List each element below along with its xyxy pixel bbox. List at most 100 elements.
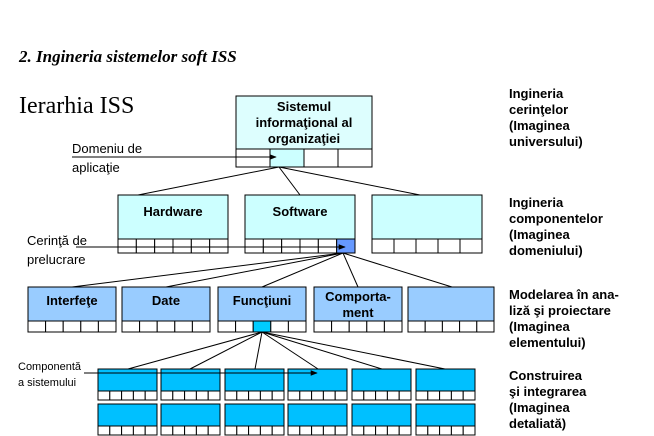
- node-functiuni-cell: [270, 320, 289, 333]
- node-top-label-line2: informaţional al: [256, 115, 353, 130]
- component-box-body: [97, 368, 158, 392]
- component-box-cell: [259, 390, 273, 401]
- node-top-cell: [235, 148, 271, 168]
- node-hardware-cell: [117, 238, 137, 254]
- connector-line: [261, 252, 344, 288]
- node-top-cell: [303, 148, 339, 168]
- node-interfete-label: Interfeţe: [46, 293, 97, 308]
- level-line: şi integrarea: [509, 384, 587, 399]
- component-box-cell: [132, 390, 146, 401]
- node-blank3: [407, 286, 495, 333]
- component-box-cell: [236, 390, 250, 401]
- component-box: [97, 368, 158, 401]
- level-label-cerinte: Ingineria cerinţelor (Imaginea universul…: [509, 86, 583, 150]
- node-comportament-body: [313, 286, 403, 322]
- component-box-cell: [248, 390, 261, 401]
- level-line: detaliată): [509, 416, 567, 431]
- node-date-cell: [121, 320, 141, 333]
- component-box-cell: [439, 390, 452, 401]
- component-box-cell: [363, 390, 377, 401]
- component-box-cell: [271, 390, 285, 401]
- component-box-body: [160, 368, 221, 392]
- component-box-body: [97, 403, 158, 427]
- node-functiuni-cell: [217, 320, 237, 333]
- node-hardware: [117, 194, 229, 254]
- level-line: domeniului): [509, 243, 583, 258]
- level-line: (Imaginea: [509, 319, 570, 334]
- component-box-cell: [195, 390, 209, 401]
- component-box-body: [160, 403, 221, 427]
- connector-line: [165, 252, 344, 288]
- level-line: Construirea: [509, 368, 582, 383]
- component-box: [351, 403, 412, 436]
- component-box: [160, 368, 221, 401]
- annotation-cerinta-line1: Cerinţă de: [27, 233, 87, 248]
- node-software-label: Software: [273, 204, 328, 219]
- annotation-componenta: Componentă a sistemului: [18, 359, 81, 391]
- node-date-body: [121, 286, 211, 322]
- node-software-cell: [262, 238, 283, 254]
- component-box-cell: [207, 425, 221, 436]
- component-box-cell: [121, 390, 134, 401]
- component-box-cell: [259, 425, 273, 436]
- component-box-cell: [195, 425, 209, 436]
- component-box-cell: [351, 390, 365, 401]
- level-line: Ingineria: [509, 195, 564, 210]
- node-blank3-body: [407, 286, 495, 322]
- node-top-cell: [269, 148, 305, 168]
- component-box-body: [415, 368, 476, 392]
- diagram-title: Ierarhia ISS: [19, 93, 135, 119]
- node-blank3-cell: [459, 320, 478, 333]
- node-blank2-cell: [437, 238, 461, 254]
- level-line: cerinţelor: [509, 102, 569, 117]
- component-box-cell: [311, 425, 324, 436]
- component-box-body: [351, 403, 412, 427]
- node-comportament: [313, 286, 403, 333]
- node-comportament-cell: [366, 320, 385, 333]
- level-label-modelare: Modelarea în ana- liză şi proiectare (Im…: [509, 287, 619, 351]
- component-box-cell: [450, 390, 464, 401]
- connector-line: [278, 166, 301, 196]
- node-blank2-body: [371, 194, 483, 240]
- node-date-label: Date: [152, 293, 180, 308]
- component-box: [415, 368, 476, 401]
- connector-line: [342, 252, 359, 288]
- node-date-cell: [139, 320, 158, 333]
- level-line: (Imaginea: [509, 118, 570, 133]
- component-box: [224, 403, 285, 436]
- connector-line: [71, 252, 344, 288]
- node-date: [121, 286, 211, 333]
- component-box-cell: [398, 425, 412, 436]
- node-comportament-label-line1: Comporta-: [325, 289, 391, 304]
- node-comportament-cell: [383, 320, 403, 333]
- node-software-cell: [317, 238, 338, 254]
- annotation-componenta-line2: a sistemului: [18, 377, 77, 389]
- component-box-cell: [207, 390, 221, 401]
- component-box-cell: [427, 425, 441, 436]
- annotation-componenta-line1: Componentă: [18, 361, 81, 373]
- node-software-body: [244, 194, 356, 240]
- component-box-cell: [375, 425, 388, 436]
- level-line: liză şi proiectare: [509, 303, 611, 318]
- level-label-construire: Construirea şi integrarea (Imaginea deta…: [509, 368, 586, 432]
- component-box: [287, 368, 348, 401]
- component-box-cell: [144, 390, 158, 401]
- component-box-cell: [109, 390, 123, 401]
- component-box-cell: [375, 390, 388, 401]
- node-interfete-cell: [45, 320, 64, 333]
- node-hardware-body: [117, 194, 229, 240]
- node-software: [244, 194, 356, 254]
- component-box-body: [415, 403, 476, 427]
- level-line: Modelarea în ana-: [509, 287, 619, 302]
- component-box: [415, 403, 476, 436]
- component-box-cell: [386, 425, 400, 436]
- node-date-cell: [174, 320, 193, 333]
- annotation-arrows: [72, 154, 346, 376]
- component-box-cell: [322, 390, 336, 401]
- annotation-cerinta-line2: prelucrare: [27, 252, 86, 267]
- component-box-cell: [184, 425, 197, 436]
- component-box-cell: [462, 390, 476, 401]
- component-box-cell: [351, 425, 365, 436]
- node-date-cell: [156, 320, 176, 333]
